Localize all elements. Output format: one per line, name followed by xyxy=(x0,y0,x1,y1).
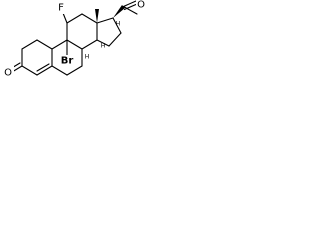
bromine-bg xyxy=(57,55,76,67)
ketone-oxygen-a-bg xyxy=(3,66,14,78)
bond-c20-o-double xyxy=(123,3,138,11)
bond-c11-c12 xyxy=(66,13,83,24)
bond-c20-c21 xyxy=(122,5,138,15)
bond-c20-o xyxy=(122,0,137,8)
fluorine-bg xyxy=(56,2,67,14)
bond-c9-c10 xyxy=(51,39,68,50)
stereo-h-c14: H xyxy=(101,43,106,50)
bond-c4-c3 xyxy=(21,65,38,76)
bond-c6-c7 xyxy=(66,65,83,76)
bond-c12-c13 xyxy=(81,13,98,24)
bond-c5-c4 xyxy=(36,65,53,76)
ring-d xyxy=(96,17,122,47)
acetyl-side-chain xyxy=(113,0,138,18)
ketone-oxygen-a-label: O xyxy=(4,68,12,79)
wedge-c17-c20 xyxy=(113,5,125,18)
wedge-c13-methyl xyxy=(95,9,99,23)
stereo-h-c17: H xyxy=(116,21,121,28)
bond-c5-c6 xyxy=(51,65,68,76)
bond-c14-c8 xyxy=(81,39,98,50)
bond-c11-f xyxy=(62,12,68,24)
fluorine-label: F xyxy=(58,3,64,14)
ketone-oxygen-b-bg xyxy=(136,0,147,11)
bond-c5-c4-double xyxy=(36,63,50,72)
ring-b xyxy=(51,39,83,76)
bond-c1-c10 xyxy=(36,39,53,50)
bond-c15-c14 xyxy=(96,39,110,47)
steroid-structure-diagram: F Br O O H H H xyxy=(3,0,147,79)
ketone-oxygen-b-label: O xyxy=(137,0,145,11)
bond-c8-c9 xyxy=(66,39,83,50)
bond-c17-c16 xyxy=(112,17,122,34)
bromine-label: Br xyxy=(61,56,74,67)
bond-c2-c1 xyxy=(21,39,38,50)
ring-a xyxy=(21,39,53,76)
stereo-h-c8: H xyxy=(85,54,90,61)
bond-c13-c17 xyxy=(96,17,114,24)
bond-c16-c15 xyxy=(108,32,122,47)
ring-c xyxy=(66,13,98,50)
